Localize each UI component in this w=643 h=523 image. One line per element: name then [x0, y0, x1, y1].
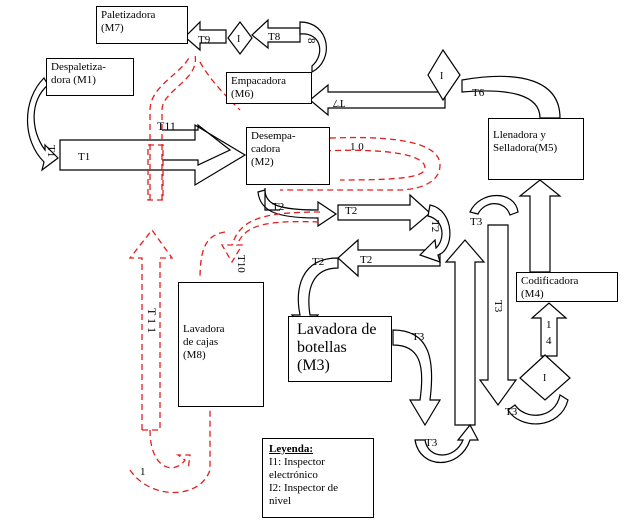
m3-name: Lavadora de	[297, 321, 377, 338]
machine-m5: Llenadora y Selladora(M5)	[488, 118, 584, 180]
dashed-t10-inner	[304, 149, 426, 181]
diamond-top	[227, 21, 253, 55]
arrow-t2-upper	[337, 193, 431, 232]
m5-name: Llenadora y	[493, 129, 546, 141]
label-t8: T8	[268, 31, 281, 43]
arrow-t3-up	[444, 239, 486, 426]
diamond-m4	[519, 354, 571, 401]
dashed-t10-down	[220, 211, 321, 264]
label-t6: T6	[472, 87, 485, 99]
dashed-t11-box	[147, 144, 164, 201]
dashed-loop-bottom	[129, 400, 211, 493]
legend-line2: electrónico	[269, 469, 318, 481]
m6-code: (M6)	[231, 88, 254, 100]
legend-line4: nivel	[269, 495, 291, 507]
arrow-t2-curve	[418, 204, 451, 263]
arrow-t9	[184, 20, 227, 52]
label-i-t6: I	[440, 71, 443, 82]
label-t11-vertical: T 1 1	[145, 308, 159, 333]
machine-m3: Lavadora de botellas (M3)	[288, 316, 392, 382]
arrow-t11-tail	[162, 123, 232, 166]
machine-m7: Paletizadora (M7)	[96, 6, 188, 44]
m4-name: Codificadora	[521, 275, 579, 287]
machine-m8: Lavadora de cajas (M8)	[178, 282, 264, 407]
label-t1-bottom: 1	[140, 466, 146, 478]
label-t3-top: T3	[470, 216, 483, 228]
label-t9: T9	[198, 34, 211, 46]
legend-line1: I1: Inspector	[269, 456, 325, 468]
label-t2-mid: T2	[360, 254, 372, 266]
label-i-top: I	[237, 34, 240, 45]
label-t10: 1 0	[350, 141, 364, 153]
arrow-t4	[530, 302, 568, 357]
m4-code: (M4)	[521, 288, 544, 300]
arrow-m4-m5	[518, 179, 562, 273]
label-t2-curve: T2	[429, 220, 441, 232]
label-t1: T1	[78, 151, 90, 163]
label-t3-bottom: T3	[425, 437, 438, 449]
dashed-t11-diag	[199, 61, 241, 111]
label-t2-left: T2	[312, 256, 324, 268]
label-t3-bottom-right: T3	[505, 406, 518, 418]
m5-name2: Selladora	[493, 142, 535, 154]
arrow-t2-top	[257, 189, 338, 228]
label-t11: T11	[157, 119, 176, 133]
arrow-t8	[251, 18, 301, 50]
m7-name: Paletizadora	[101, 9, 156, 21]
m7-code: (M7)	[101, 22, 124, 34]
arrow-t1	[59, 123, 247, 187]
m3-code: (M3)	[297, 357, 330, 374]
label-i-m4: I	[543, 373, 546, 384]
label-t4b: 4	[546, 335, 552, 347]
label-t4: 1	[546, 319, 552, 331]
dashed-t11-upper-b	[161, 54, 196, 200]
m2-name2: cadora	[251, 143, 281, 155]
machine-m2: Desempa- cadora (M2)	[246, 127, 330, 185]
label-t3-m3: T3	[412, 331, 425, 343]
diamond-t6	[427, 48, 461, 102]
arrow-t3-bottom-right	[507, 394, 569, 425]
m8-code: (M8)	[183, 349, 206, 361]
arrow-m2-down	[264, 188, 280, 211]
dashed-t11-vertical	[128, 228, 174, 431]
legend: Leyenda: I1: Inspector electrónico I2: I…	[262, 438, 374, 518]
machine-m4: Codificadora (M4)	[516, 272, 618, 302]
dashed-m8-bottom	[149, 429, 191, 471]
legend-title: Leyenda:	[269, 443, 313, 455]
m1-code: (M1)	[73, 74, 96, 86]
label-t1-vertical: T1	[45, 145, 57, 157]
m2-name: Desempa-	[251, 130, 296, 142]
label-t8b: 8	[305, 38, 317, 44]
dashed-t11-upper	[149, 54, 191, 200]
m8-name: Lavadora	[183, 323, 225, 335]
dashed-to-m8	[199, 231, 226, 281]
arrow-t3-down	[478, 224, 518, 407]
m3-name2: botellas	[297, 339, 347, 356]
m2-code: (M2)	[251, 156, 274, 168]
m8-name2: de cajas	[183, 336, 219, 348]
machine-m6: Empacadora (M6)	[226, 72, 312, 104]
label-t3-right: T3	[492, 300, 504, 313]
machine-m1: Despaletiza- dora (M1)	[46, 58, 134, 96]
m1-name: Despaletiza-	[51, 61, 106, 73]
label-t2-top: T2	[272, 201, 284, 213]
arrow-m1-loop	[27, 77, 59, 172]
m1-name2: dora	[51, 74, 71, 86]
arrow-t3-m3	[392, 329, 442, 427]
legend-line3: I2: Inspector de	[269, 482, 339, 494]
label-t7: T7	[332, 97, 345, 109]
m6-name: Empacadora	[231, 75, 286, 87]
arrow-t2-mid	[337, 238, 441, 278]
dashed-t10-loop	[280, 136, 441, 191]
arrow-t8-loop	[299, 21, 327, 73]
m5-code: (M5)	[534, 142, 558, 154]
label-t2-upper: T2	[345, 205, 357, 217]
label-t10b: T10	[235, 255, 247, 273]
arrow-t3-top-loop	[469, 194, 519, 216]
arrow-t7	[309, 83, 446, 117]
arrow-t3-bottom	[414, 423, 479, 463]
